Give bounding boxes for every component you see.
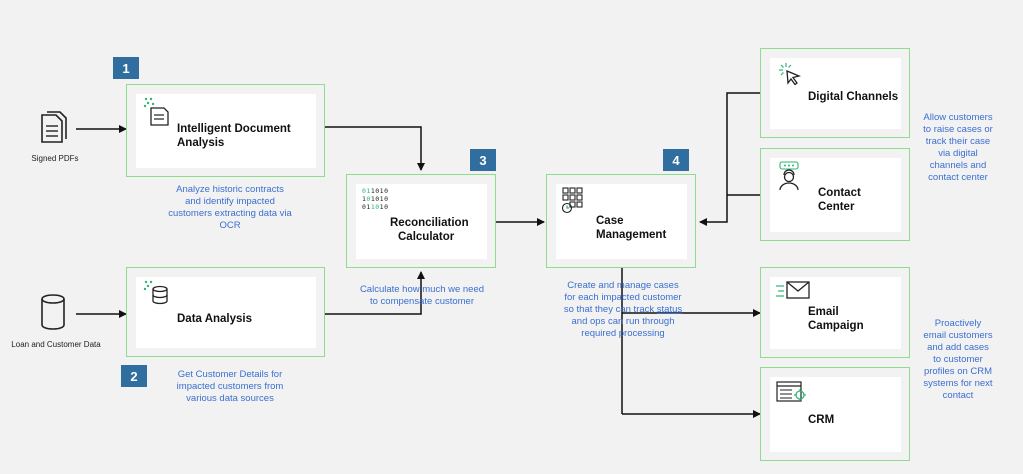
cursor-click-icon xyxy=(776,61,804,92)
digital-channels-title: Digital Channels xyxy=(808,91,899,103)
crm-box: CRM xyxy=(760,367,910,461)
email-campaign-box: Email Campaign xyxy=(760,267,910,358)
email-campaign-title-line-1: Email xyxy=(808,306,839,318)
crm-card: CRM xyxy=(770,377,901,452)
step-2-box: Data Analysis xyxy=(126,267,325,357)
data-analysis-icon xyxy=(142,279,172,314)
arrow-digital-to-case xyxy=(699,92,760,226)
step-1-box: Intelligent Document Analysis xyxy=(126,84,325,177)
signed-pdfs-label: Signed PDFs xyxy=(31,154,79,163)
step-1-title-line-2: Analysis xyxy=(177,137,225,149)
step-3-badge: 3 xyxy=(470,149,496,171)
contact-center-box: Contact Center xyxy=(760,148,910,241)
status-link: status xyxy=(656,304,683,315)
database-icon xyxy=(40,294,66,337)
step-3-title-line-2: Calculator xyxy=(398,231,455,243)
step-4-title-line-1: Case xyxy=(596,215,624,227)
contact-center-title-line-2: Center xyxy=(818,201,855,213)
step-4-badge: 4 xyxy=(663,149,689,171)
arrow-ida-to-recon xyxy=(325,126,425,171)
contact-center-card: Contact Center xyxy=(770,158,901,232)
step-4-card: Case Management xyxy=(556,184,687,259)
crm-title: CRM xyxy=(808,414,835,426)
arrow-data-analysis-to-recon xyxy=(325,271,425,315)
email-campaign-title-line-2: Campaign xyxy=(808,320,864,332)
contact-center-agent-icon xyxy=(776,161,804,196)
step-2-title: Data Analysis xyxy=(177,313,252,325)
contact-center-title-line-1: Contact xyxy=(818,187,861,199)
case-management-icon xyxy=(561,187,588,220)
step-1-badge: 1 xyxy=(113,57,139,79)
step-2-badge: 2 xyxy=(121,365,147,387)
step-1-title-line-1: Intelligent Document xyxy=(177,123,291,135)
loan-customer-data-label: Loan and Customer Data xyxy=(11,340,101,349)
digital-channels-box: Digital Channels xyxy=(760,48,910,138)
step-3-title-line-1: Reconciliation xyxy=(390,217,469,229)
step-4-title-line-2: Management xyxy=(596,229,667,241)
step-1-card: Intelligent Document Analysis xyxy=(136,94,316,168)
document-analysis-icon xyxy=(142,96,172,131)
digital-channels-card: Digital Channels xyxy=(770,58,901,129)
email-campaign-card: Email Campaign xyxy=(770,277,901,349)
signed-pdfs-icon xyxy=(38,110,72,151)
crm-window-icon xyxy=(776,380,808,409)
step-4-box: Case Management xyxy=(546,174,696,268)
email-envelope-icon xyxy=(776,280,812,307)
step-2-card: Data Analysis xyxy=(136,277,316,348)
